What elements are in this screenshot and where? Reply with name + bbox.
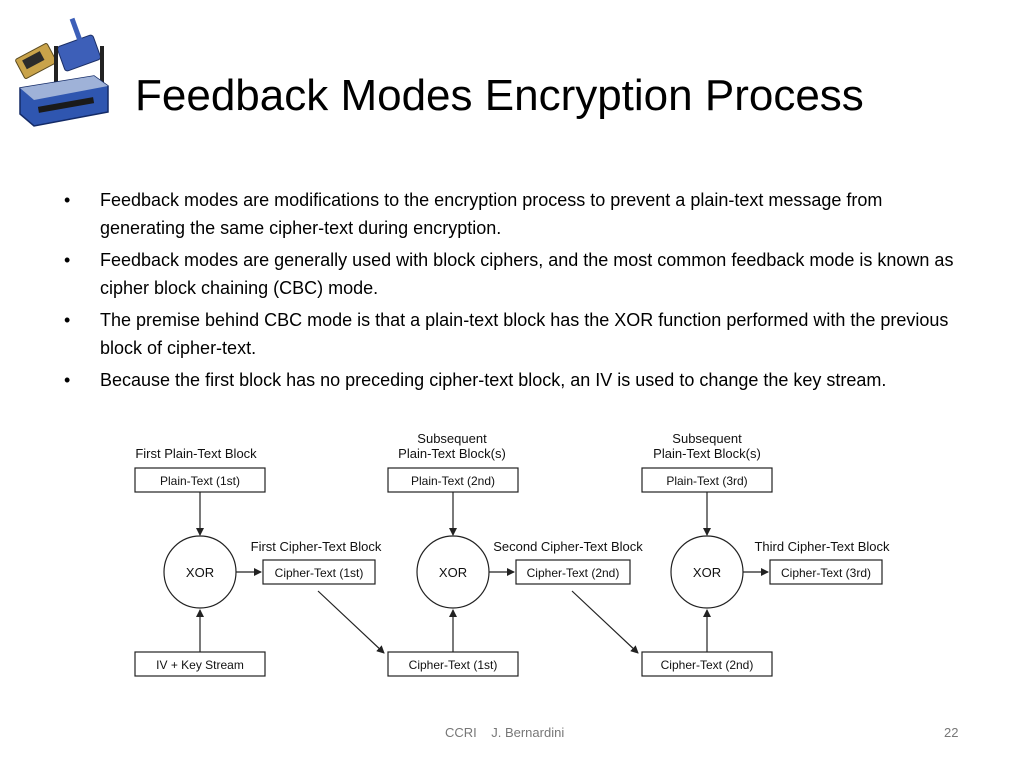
slide-title: Feedback Modes Encryption Process [135, 71, 864, 120]
bullet-marker: • [64, 250, 71, 270]
heading-subsequent-2-line2: Plain-Text Block(s) [653, 446, 761, 461]
bullet-text: Because the first block has no preceding… [100, 370, 887, 390]
plain-text-label-3: Plain-Text (3rd) [666, 474, 747, 488]
bullet-item: • Feedback modes are modifications to the… [64, 186, 964, 242]
iv-key-stream-box [134, 651, 266, 677]
cipher-block-label-3: Third Cipher-Text Block [754, 539, 890, 554]
bullet-text: Feedback modes are generally used with b… [100, 250, 954, 298]
cipher-text-label-3: Cipher-Text (3rd) [781, 566, 871, 580]
wireless-router-icon [15, 17, 109, 127]
plain-text-box-2 [387, 467, 519, 493]
bullet-item: • Feedback modes are generally used with … [64, 246, 964, 302]
xor-label-1: XOR [186, 565, 214, 580]
cipher-text-label-1: Cipher-Text (1st) [275, 566, 364, 580]
arrow-feedback-2 [571, 590, 639, 654]
bullet-marker: • [64, 310, 71, 330]
bullet-item: • The premise behind CBC mode is that a p… [64, 306, 964, 362]
cipher-text-box-2 [515, 559, 631, 585]
bullet-text: Feedback modes are modifications to the … [100, 190, 883, 238]
cipher-text-box-1 [262, 559, 376, 585]
heading-subsequent-2-line1: Subsequent [672, 431, 742, 446]
xor-label-3: XOR [693, 565, 721, 580]
previous-cipher-box-2 [641, 651, 773, 677]
previous-cipher-box-1 [387, 651, 519, 677]
cipher-block-label-2: Second Cipher-Text Block [493, 539, 643, 554]
previous-cipher-label-1: Cipher-Text (1st) [409, 658, 498, 672]
cipher-text-box-3 [769, 559, 883, 585]
iv-key-stream-label: IV + Key Stream [156, 658, 244, 672]
cipher-block-label-1: First Cipher-Text Block [251, 539, 382, 554]
footer-author: CCRI J. Bernardini [445, 725, 565, 740]
heading-subsequent-1-line1: Subsequent [417, 431, 487, 446]
page-number: 22 [944, 725, 959, 740]
heading-first-plain-block: First Plain-Text Block [135, 446, 257, 461]
bullet-text: The premise behind CBC mode is that a pl… [100, 310, 949, 358]
bullet-item: • Because the first block has no precedin… [64, 366, 964, 394]
plain-text-box-3 [641, 467, 773, 493]
arrow-feedback-1 [317, 590, 385, 654]
xor-label-2: XOR [439, 565, 467, 580]
plain-text-label-1: Plain-Text (1st) [160, 474, 240, 488]
plain-text-label-2: Plain-Text (2nd) [411, 474, 495, 488]
bullet-list: • Feedback modes are modifications to the… [64, 186, 964, 408]
bullet-marker: • [64, 370, 71, 390]
bullet-marker: • [64, 190, 71, 210]
heading-subsequent-1-line2: Plain-Text Block(s) [398, 446, 506, 461]
cipher-text-label-2: Cipher-Text (2nd) [527, 566, 620, 580]
previous-cipher-label-2: Cipher-Text (2nd) [661, 658, 754, 672]
cbc-diagram: First Plain-Text Block Subsequent Plain-… [134, 431, 890, 677]
